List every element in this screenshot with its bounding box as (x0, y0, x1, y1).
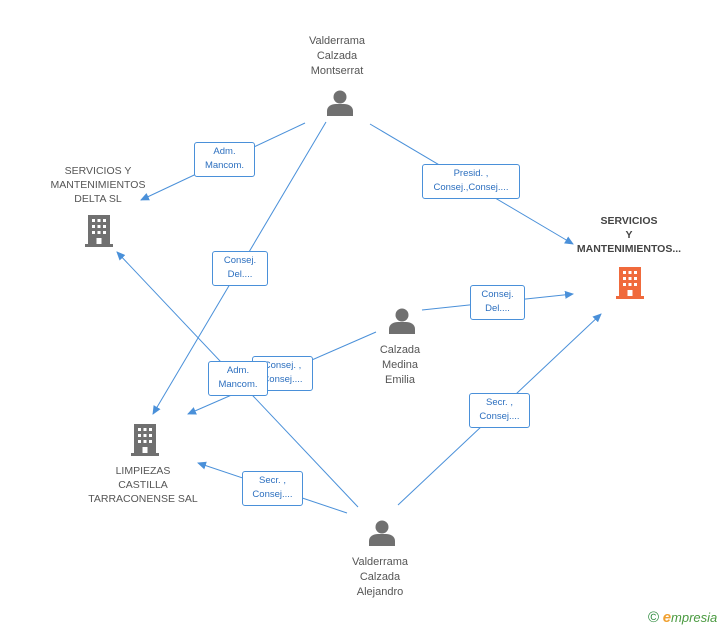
company-label-delta[interactable]: SERVICIOS Y MANTENIMIENTOS DELTA SL (50, 165, 146, 205)
edge-label-alejandro-limpiezas[interactable]: Secr. , Consej.... (242, 471, 303, 506)
copyright-icon: © (648, 609, 660, 626)
company-label-main[interactable]: SERVICIOS Y MANTENIMIENTOS... (576, 215, 682, 255)
building-icon[interactable] (131, 424, 159, 456)
person-label-alejandro[interactable]: Valderrama Calzada Alejandro (351, 556, 409, 598)
brand-logo-initial: e (662, 609, 672, 626)
brand-footer[interactable]: © empresia (648, 609, 717, 626)
building-icon[interactable] (85, 215, 113, 247)
person-label-montserrat[interactable]: Valderrama Calzada Montserrat (308, 35, 366, 77)
edge-label-montserrat-delta[interactable]: Adm. Mancom. (194, 142, 255, 177)
person-icon[interactable] (369, 520, 395, 547)
person-label-emilia[interactable]: Calzada Medina Emilia (379, 344, 421, 386)
edge-label-montserrat-limpiezas[interactable]: Consej. Del.... (212, 251, 268, 286)
main-company-building-icon[interactable] (616, 267, 644, 299)
brand-name: mpresia (671, 610, 718, 625)
edge-label-alejandro-delta[interactable]: Adm. Mancom. (208, 361, 268, 396)
edge-label-montserrat-main[interactable]: Presid. , Consej.,Consej.... (422, 164, 520, 199)
person-icon[interactable] (389, 308, 415, 335)
company-label-limpiezas[interactable]: LIMPIEZAS CASTILLA TARRACONENSE SAL (88, 465, 198, 505)
person-icon[interactable] (327, 90, 353, 117)
edge-label-emilia-main[interactable]: Consej. Del.... (470, 285, 525, 320)
edge-label-alejandro-main[interactable]: Secr. , Consej.... (469, 393, 530, 428)
